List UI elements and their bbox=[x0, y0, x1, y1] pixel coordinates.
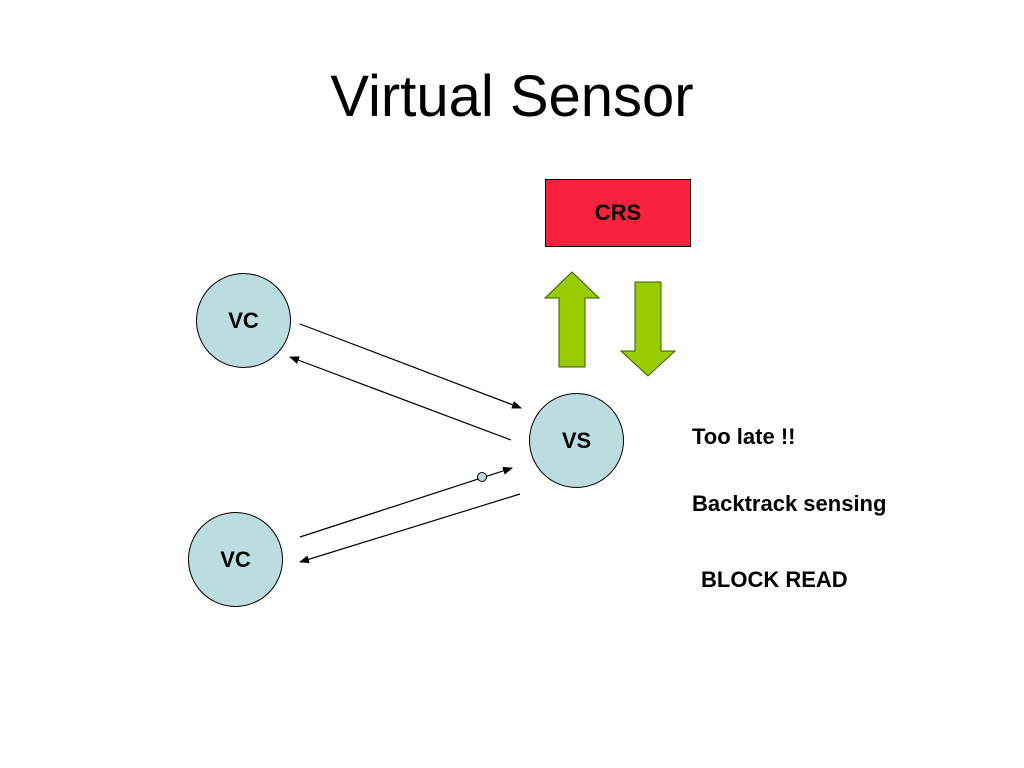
note-too-late: Too late !! bbox=[692, 424, 796, 449]
vc-node-bottom: VC bbox=[188, 512, 283, 607]
crs-label: CRS bbox=[594, 200, 642, 225]
crs-box: CRS bbox=[545, 179, 691, 247]
slide-title: Virtual Sensor bbox=[330, 64, 694, 129]
arrow-vc-top-to-vs bbox=[299, 323, 522, 409]
up-block-arrow bbox=[543, 271, 601, 368]
note-backtrack-sensing: Backtrack sensing bbox=[692, 491, 887, 516]
note-block-read: BLOCK READ bbox=[701, 567, 848, 592]
vs-node: VS bbox=[529, 393, 624, 488]
arrow-vs-to-vc-top bbox=[289, 356, 512, 441]
arrow-vs-to-vc-bottom bbox=[299, 493, 521, 564]
vc-top-label: VC bbox=[228, 307, 259, 333]
vc-node-top: VC bbox=[196, 273, 291, 368]
vs-label: VS bbox=[561, 427, 592, 453]
vc-bottom-label: VC bbox=[220, 546, 251, 572]
down-block-arrow bbox=[619, 281, 677, 377]
arrow-vc-bottom-to-vs bbox=[299, 466, 513, 538]
connector-dot bbox=[477, 472, 487, 482]
